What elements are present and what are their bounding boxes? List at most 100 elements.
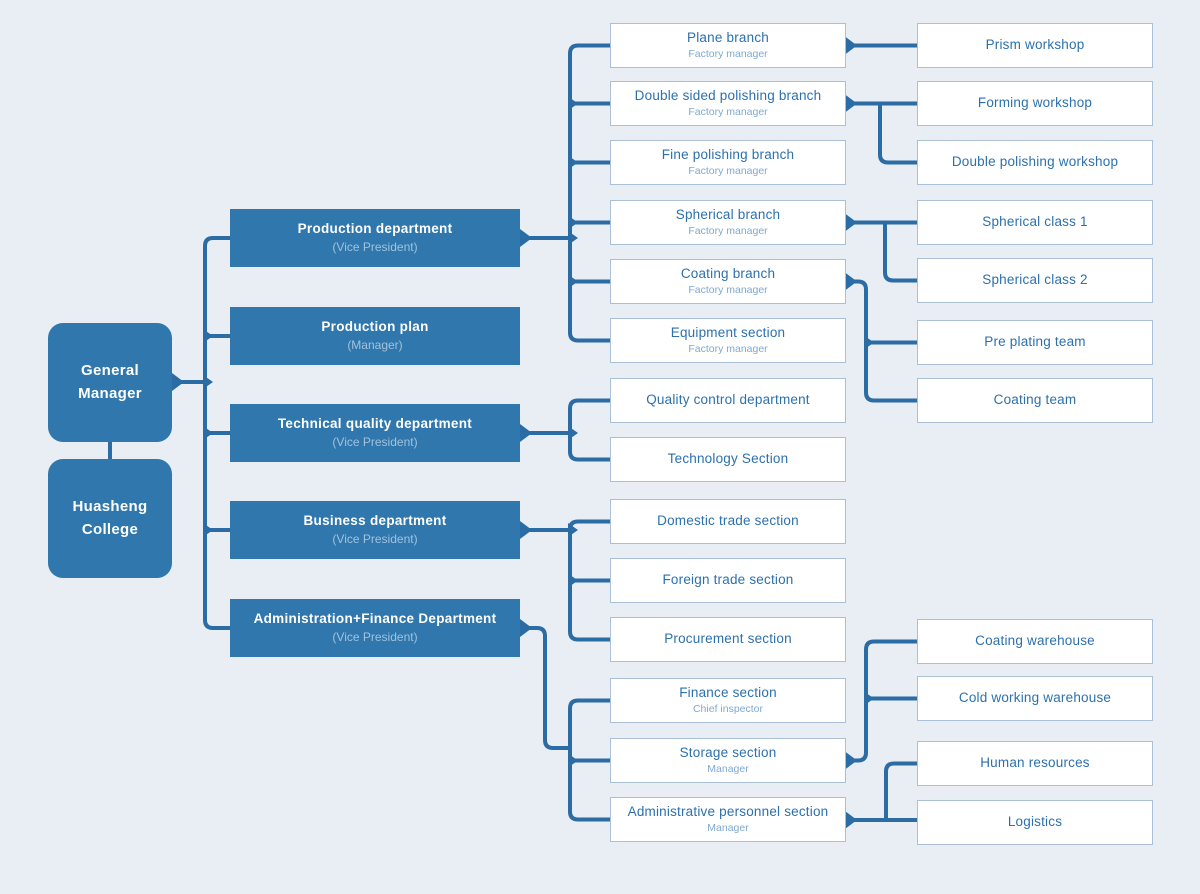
node-subtitle: (Vice President)	[332, 239, 418, 254]
node-production-plan: Production plan (Manager)	[230, 307, 520, 365]
node-title: Double polishing workshop	[951, 154, 1119, 170]
node-title: Administrative personnel section	[627, 804, 829, 819]
box-pointer-tab	[845, 811, 857, 829]
junction-flare	[568, 231, 578, 245]
node-title: Double sided polishing branch	[634, 88, 822, 103]
node-title: Quality control department	[646, 392, 810, 408]
node-forming-workshop: Forming workshop	[917, 81, 1153, 126]
box-pointer-tab	[845, 751, 857, 770]
connector-storage-to-coating-wh	[845, 639, 917, 763]
node-production-department: Production department (Vice President)	[230, 209, 520, 267]
node-human-resources: Human resources	[917, 741, 1153, 786]
node-title: Procurement section	[664, 631, 792, 647]
node-spherical-class-1: Spherical class 1	[917, 200, 1153, 245]
node-subtitle: Factory manager	[688, 283, 768, 296]
node-title: Technical quality department	[277, 416, 473, 432]
connector-spherical-to-class2	[883, 222, 917, 283]
node-title: Spherical class 2	[982, 272, 1088, 288]
box-pointer-tab	[520, 424, 532, 442]
node-title: Domestic trade section	[657, 513, 799, 529]
node-title: Fine polishing branch	[661, 147, 795, 162]
node-title: Human resources	[980, 755, 1090, 771]
junction-flare	[568, 523, 578, 537]
node-title: Spherical branch	[675, 207, 781, 222]
junction-flare	[568, 96, 578, 111]
box-pointer-tab	[845, 36, 857, 55]
box-pointer-tab	[520, 229, 532, 247]
junction-flare	[864, 691, 874, 706]
node-technology-section: Technology Section	[610, 437, 846, 482]
box-pointer-tab	[845, 272, 857, 291]
node-domestic-trade-section: Domestic trade section	[610, 499, 846, 544]
node-double-polishing-workshop: Double polishing workshop	[917, 140, 1153, 185]
node-subtitle: Factory manager	[688, 105, 768, 118]
node-spherical-class-2: Spherical class 2	[917, 258, 1153, 303]
box-pointer-tab	[520, 619, 532, 637]
junction-flare	[568, 215, 578, 230]
node-procurement-section: Procurement section	[610, 617, 846, 662]
box-pointer-tab	[520, 521, 532, 539]
node-subtitle: (Manager)	[347, 337, 403, 352]
junction-flare	[864, 335, 874, 350]
node-technical-quality-department: Technical quality department (Vice Presid…	[230, 404, 520, 462]
junction-flare	[568, 753, 578, 768]
node-title: Equipment section	[670, 325, 786, 340]
node-coating-warehouse: Coating warehouse	[917, 619, 1153, 664]
node-title: Storage section	[679, 745, 777, 760]
node-title: Forming workshop	[977, 95, 1093, 111]
connector-adminp-to-hr	[884, 761, 917, 820]
node-title: Pre plating team	[984, 334, 1086, 350]
node-subtitle: Manager	[707, 762, 749, 775]
junction-flare	[568, 573, 578, 588]
box-pointer-tab	[172, 373, 184, 391]
node-prism-workshop: Prism workshop	[917, 23, 1153, 68]
node-general-manager: General Manager	[48, 323, 172, 442]
node-title: Coating branch	[680, 266, 776, 281]
node-subtitle: Manager	[707, 821, 749, 834]
node-coating-team: Coating team	[917, 378, 1153, 423]
node-quality-control-department: Quality control department	[610, 378, 846, 423]
node-title: Finance section	[679, 685, 777, 700]
node-title: Production department	[297, 221, 453, 237]
node-subtitle: (Vice President)	[332, 531, 418, 546]
node-title: Cold working warehouse	[958, 690, 1112, 706]
node-title: Logistics	[1007, 814, 1063, 830]
connector-admin-feeder	[520, 626, 570, 750]
node-foreign-trade-section: Foreign trade section	[610, 558, 846, 603]
node-title: Foreign trade section	[662, 572, 794, 588]
junction-flare	[203, 523, 213, 537]
node-subtitle: Factory manager	[688, 164, 768, 177]
box-pointer-tab	[845, 94, 857, 113]
node-title: Technology Section	[667, 451, 789, 467]
node-huasheng-college: Huasheng College	[48, 459, 172, 578]
connector-tech-trunk	[568, 398, 610, 462]
node-logistics: Logistics	[917, 800, 1153, 845]
node-cold-working-warehouse: Cold working warehouse	[917, 676, 1153, 721]
junction-flare	[203, 329, 213, 343]
node-title: Production plan	[321, 319, 429, 335]
connector-production-trunk	[568, 43, 610, 343]
node-title: Plane branch	[687, 30, 769, 45]
node-subtitle: Chief inspector	[692, 702, 764, 715]
junction-flare	[568, 426, 578, 440]
node-subtitle: Factory manager	[688, 342, 768, 355]
junction-flare	[203, 426, 213, 440]
node-pre-plating-team: Pre plating team	[917, 320, 1153, 365]
node-title: Coating warehouse	[975, 633, 1095, 649]
node-subtitle: (Vice President)	[332, 434, 418, 449]
node-administration-finance-department: Administration+Finance Department(Vice P…	[230, 599, 520, 657]
node-title: Business department	[303, 513, 447, 529]
node-subtitle: (Vice President)	[332, 629, 418, 644]
junction-flare	[568, 274, 578, 289]
